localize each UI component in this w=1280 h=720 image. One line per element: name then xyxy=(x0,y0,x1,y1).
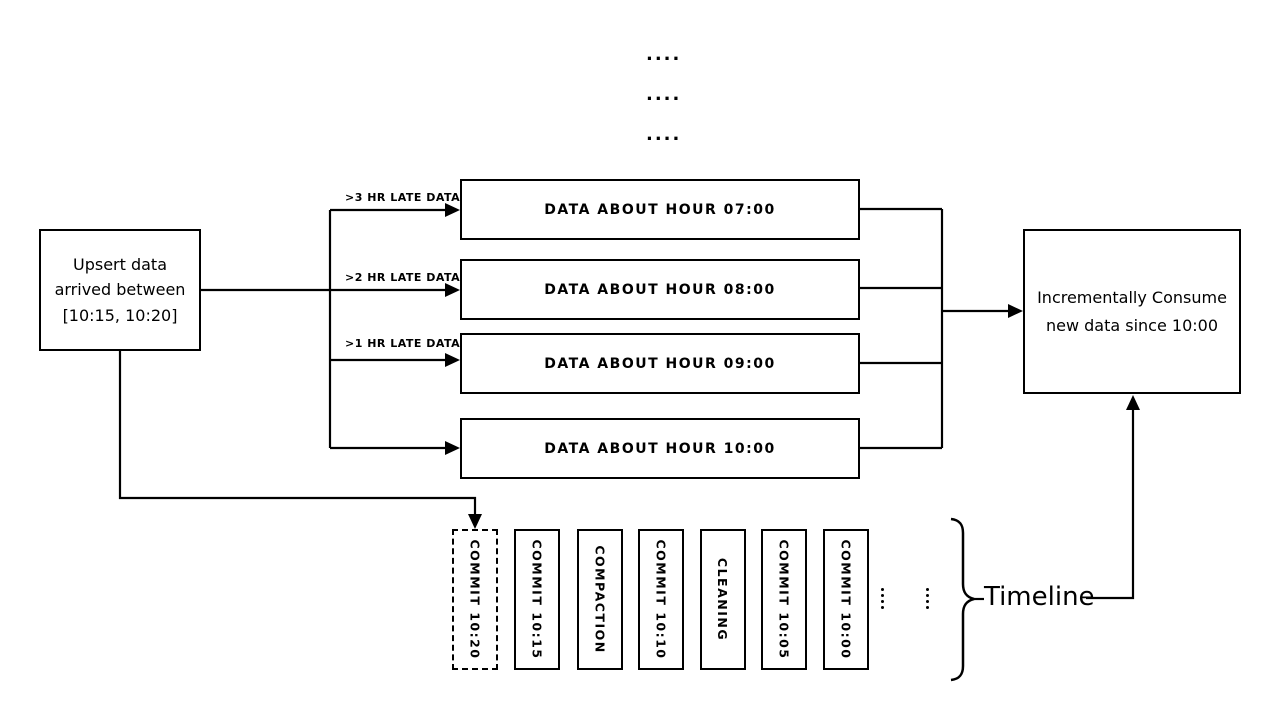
arrowhead-2hr xyxy=(445,283,460,297)
commit-label: COMMIT 10:05 xyxy=(776,539,792,660)
commit-box-1000: COMMIT 10:00 xyxy=(823,529,869,670)
data-hour-box-0800: DATA ABOUT HOUR 08:00 xyxy=(460,259,860,320)
compaction-box: COMPACTION xyxy=(577,529,623,670)
incremental-consume-box: Incrementally Consume new data since 10:… xyxy=(1023,229,1241,394)
data-hour-label: DATA ABOUT HOUR 09:00 xyxy=(544,355,776,372)
commit-box-1020: COMMIT 10:20 xyxy=(452,529,498,670)
consume-line-2: new data since 10:00 xyxy=(1045,315,1219,335)
commit-label: COMPACTION xyxy=(592,545,608,654)
arrowhead-3hr xyxy=(445,203,460,217)
data-hour-box-0700: DATA ABOUT HOUR 07:00 xyxy=(460,179,860,240)
consume-line-1: Incrementally Consume xyxy=(1037,288,1227,308)
data-hour-label: DATA ABOUT HOUR 10:00 xyxy=(544,440,776,457)
commit-label: COMMIT 10:10 xyxy=(653,539,669,660)
commit-label: COMMIT 10:15 xyxy=(529,539,545,660)
late-label-2hr: >2 HR LATE DATA xyxy=(345,271,461,284)
arrowhead-timeline xyxy=(1126,395,1140,410)
data-hour-box-1000: DATA ABOUT HOUR 10:00 xyxy=(460,418,860,479)
commit-label: COMMIT 10:00 xyxy=(838,539,854,660)
arrowhead-ontime xyxy=(445,441,460,455)
cleaning-box: CLEANING xyxy=(700,529,746,670)
top-ellipsis-row: .... xyxy=(646,44,682,65)
timeline-ellipsis-dots xyxy=(926,588,929,609)
line-upsert-to-commit xyxy=(118,351,477,514)
commit-box-1010: COMMIT 10:10 xyxy=(638,529,684,670)
commit-label: CLEANING xyxy=(715,557,731,642)
arrowhead-consume xyxy=(1008,304,1023,318)
top-ellipsis-row: .... xyxy=(646,124,682,145)
upsert-line-1: Upsert data xyxy=(72,254,168,274)
arrowhead-commit xyxy=(468,514,482,529)
top-ellipsis-row: .... xyxy=(646,84,682,105)
line-timeline-to-consume xyxy=(1086,410,1135,600)
data-hour-box-0900: DATA ABOUT HOUR 09:00 xyxy=(460,333,860,394)
upsert-data-box: Upsert data arrived between [10:15, 10:2… xyxy=(39,229,201,351)
timeline-ellipsis-dots xyxy=(881,588,884,609)
late-label-3hr: >3 HR LATE DATA xyxy=(345,191,461,204)
arrowhead-1hr xyxy=(445,353,460,367)
upsert-line-3: [10:15, 10:20] xyxy=(62,305,178,325)
late-label-1hr: >1 HR LATE DATA xyxy=(345,337,461,350)
commit-label: COMMIT 10:20 xyxy=(467,539,483,660)
data-hour-label: DATA ABOUT HOUR 07:00 xyxy=(544,201,776,218)
timeline-label: Timeline xyxy=(984,582,1095,612)
commit-box-1015: COMMIT 10:15 xyxy=(514,529,560,670)
data-hour-label: DATA ABOUT HOUR 08:00 xyxy=(544,281,776,298)
timeline-brace xyxy=(950,517,975,682)
upsert-line-2: arrived between xyxy=(54,280,186,300)
commit-box-1005: COMMIT 10:05 xyxy=(761,529,807,670)
